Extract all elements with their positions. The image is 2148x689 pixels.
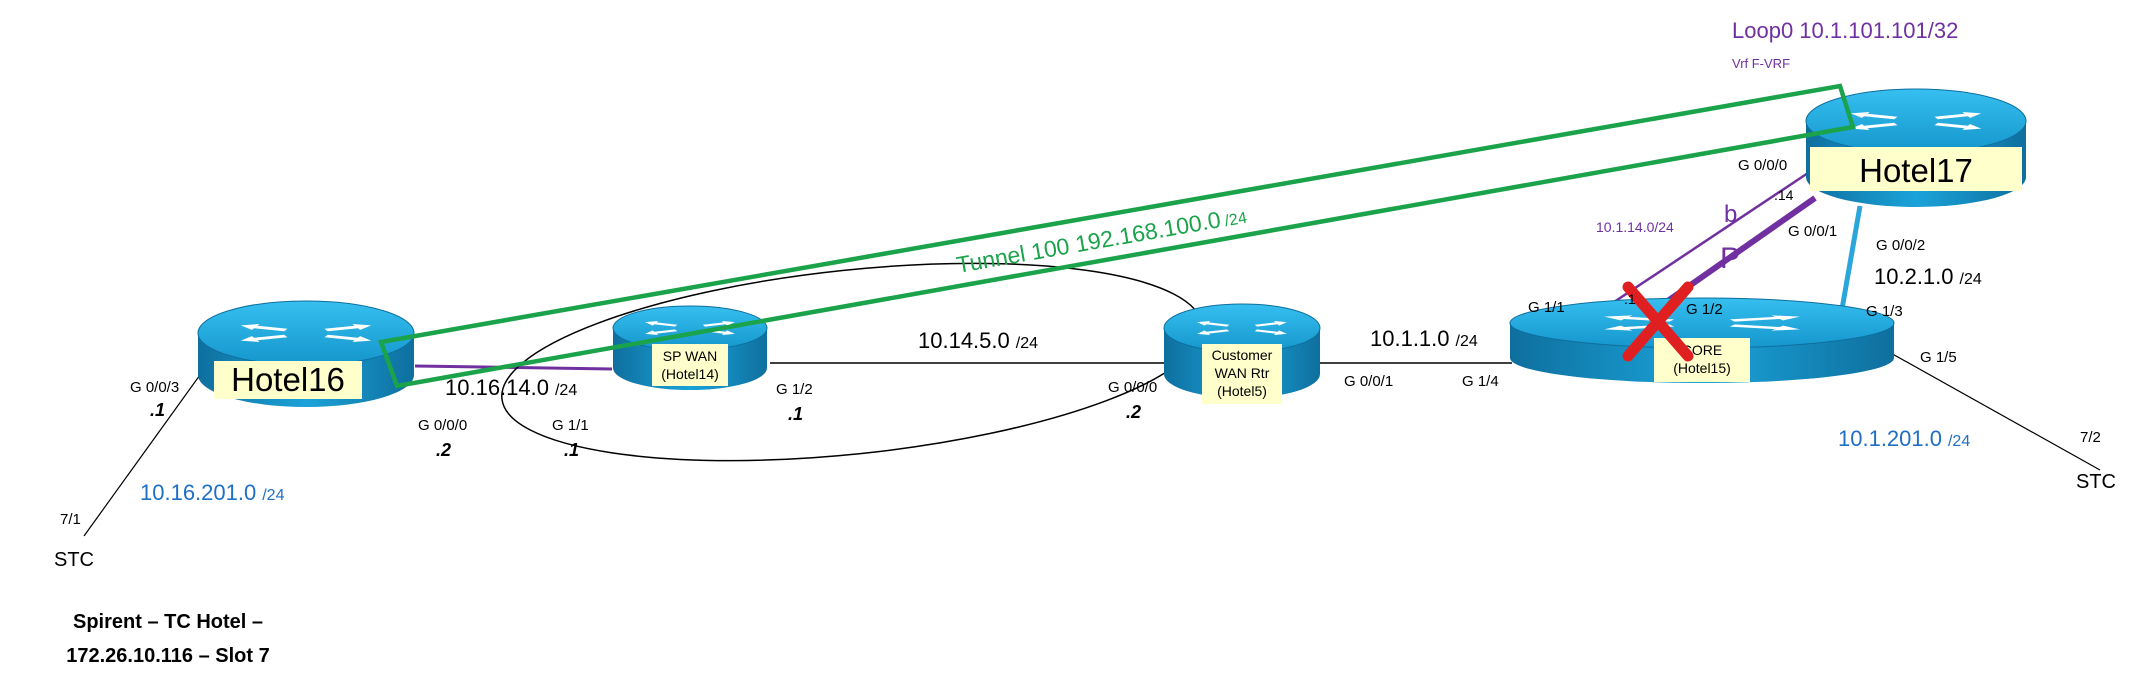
subnet-10-2-1: 10.2.1.0/24 (1874, 264, 1982, 289)
stc-right-port: 7/2 (2080, 429, 2101, 446)
tunnel-label-mask: /24 (1223, 210, 1248, 231)
if-h16-g003-addr: .1 (150, 400, 165, 420)
router-hotel17-label: Hotel17 (1859, 152, 1973, 189)
subnet-10-14-5-main: 10.14.5.0 (918, 328, 1010, 353)
footer-line1: Spirent – TC Hotel – (73, 611, 263, 633)
if-core-g13: G 1/3 (1866, 303, 1903, 320)
subnet-10-1-201: 10.1.201.0/24 (1838, 426, 1970, 451)
subnet-10-1-201-mask: /24 (1948, 433, 1970, 450)
router-spwan-line1: SP WAN (663, 348, 717, 364)
if-h17-g002: G 0/0/2 (1876, 237, 1925, 254)
subnet-10-14-5-mask: /24 (1016, 335, 1038, 352)
subnet-10-1-14: 10.1.14.0/24 (1596, 219, 1674, 235)
if-cw-g001: G 0/0/1 (1344, 373, 1393, 390)
stc-left-label: STC (54, 549, 94, 571)
if-core-g12: G 1/2 (1686, 301, 1723, 318)
router-cwan-line3: (Hotel5) (1217, 383, 1267, 399)
subnet-10-16-201: 10.16.201.0/24 (140, 480, 285, 505)
tunnel-label: Tunnel 100 192.168.100.0/24 (954, 202, 1248, 278)
subnet-10-2-1-mask: /24 (1960, 271, 1982, 288)
if-sp-g11-addr: .1 (564, 440, 579, 460)
subnet-10-1-201-main: 10.1.201.0 (1838, 426, 1942, 451)
router-cwan[interactable]: Customer WAN Rtr (Hotel5) (1163, 303, 1321, 404)
tunnel-100-outline (377, 83, 1856, 389)
if-core-g14: G 1/4 (1462, 373, 1499, 390)
if-h17-g000-addr: .14 (1774, 187, 1794, 203)
subnet-10-1-1-main: 10.1.1.0 (1370, 326, 1450, 351)
subnet-10-16-201-mask: /24 (262, 487, 284, 504)
subnet-10-16-14-main: 10.16.14.0 (445, 375, 549, 400)
if-core-g15: G 1/5 (1920, 349, 1957, 366)
stc-right-label: STC (2076, 471, 2116, 493)
router-hotel16-label: Hotel16 (231, 361, 345, 398)
subnet-10-1-1: 10.1.1.0/24 (1370, 326, 1478, 351)
link-failure-x-icon (1622, 281, 1694, 362)
footer-line2: 172.26.10.116 – Slot 7 (66, 645, 270, 667)
if-h16-g000-addr: .2 (436, 440, 451, 460)
if-core-g11: G 1/1 (1528, 299, 1565, 316)
router-core[interactable]: CORE (Hotel15) (1509, 297, 1895, 383)
if-cw-g000: G 0/0/0 (1108, 379, 1157, 396)
subnet-10-14-5: 10.14.5.0/24 (918, 328, 1038, 353)
link-mark-p: P (1720, 242, 1740, 275)
sp-cloud-ellipse (501, 262, 1203, 462)
if-cw-g000-addr: .2 (1126, 402, 1141, 422)
if-sp-g11: G 1/1 (552, 417, 589, 434)
router-spwan-line2: (Hotel14) (661, 366, 719, 382)
stc-left-port: 7/1 (60, 511, 81, 528)
router-spwan[interactable]: SP WAN (Hotel14) (612, 305, 768, 390)
router-core-line2: (Hotel15) (1673, 360, 1731, 376)
subnet-10-16-201-main: 10.16.201.0 (140, 480, 256, 505)
subnet-10-1-1-mask: /24 (1456, 333, 1478, 350)
if-sp-g12: G 1/2 (776, 381, 813, 398)
if-h16-g003: G 0/0/3 (130, 379, 179, 396)
subnet-10-16-14: 10.16.14.0/24 (445, 375, 577, 400)
router-hotel17[interactable]: Hotel17 (1805, 88, 2027, 207)
router-cwan-line1: Customer (1212, 347, 1273, 363)
if-h16-g000: G 0/0/0 (418, 417, 467, 434)
router-cwan-line2: WAN Rtr (1215, 365, 1270, 381)
link-mark-b: b (1724, 201, 1737, 228)
router-hotel16[interactable]: Hotel16 (197, 300, 415, 407)
loopback-label: Loop0 10.1.101.101/32 (1732, 18, 1958, 43)
if-core-g11-addr: .1 (1624, 291, 1636, 307)
subnet-10-16-14-mask: /24 (555, 382, 577, 399)
subnet-10-2-1-main: 10.2.1.0 (1874, 264, 1954, 289)
if-sp-g12-addr: .1 (788, 404, 803, 424)
if-h17-g001: G 0/0/1 (1788, 223, 1837, 240)
loopback-vrf: Vrf F-VRF (1732, 56, 1790, 71)
link-core-stc-right (1879, 346, 2101, 471)
link-stc-left (83, 367, 206, 537)
if-h17-g000: G 0/0/0 (1738, 157, 1787, 174)
